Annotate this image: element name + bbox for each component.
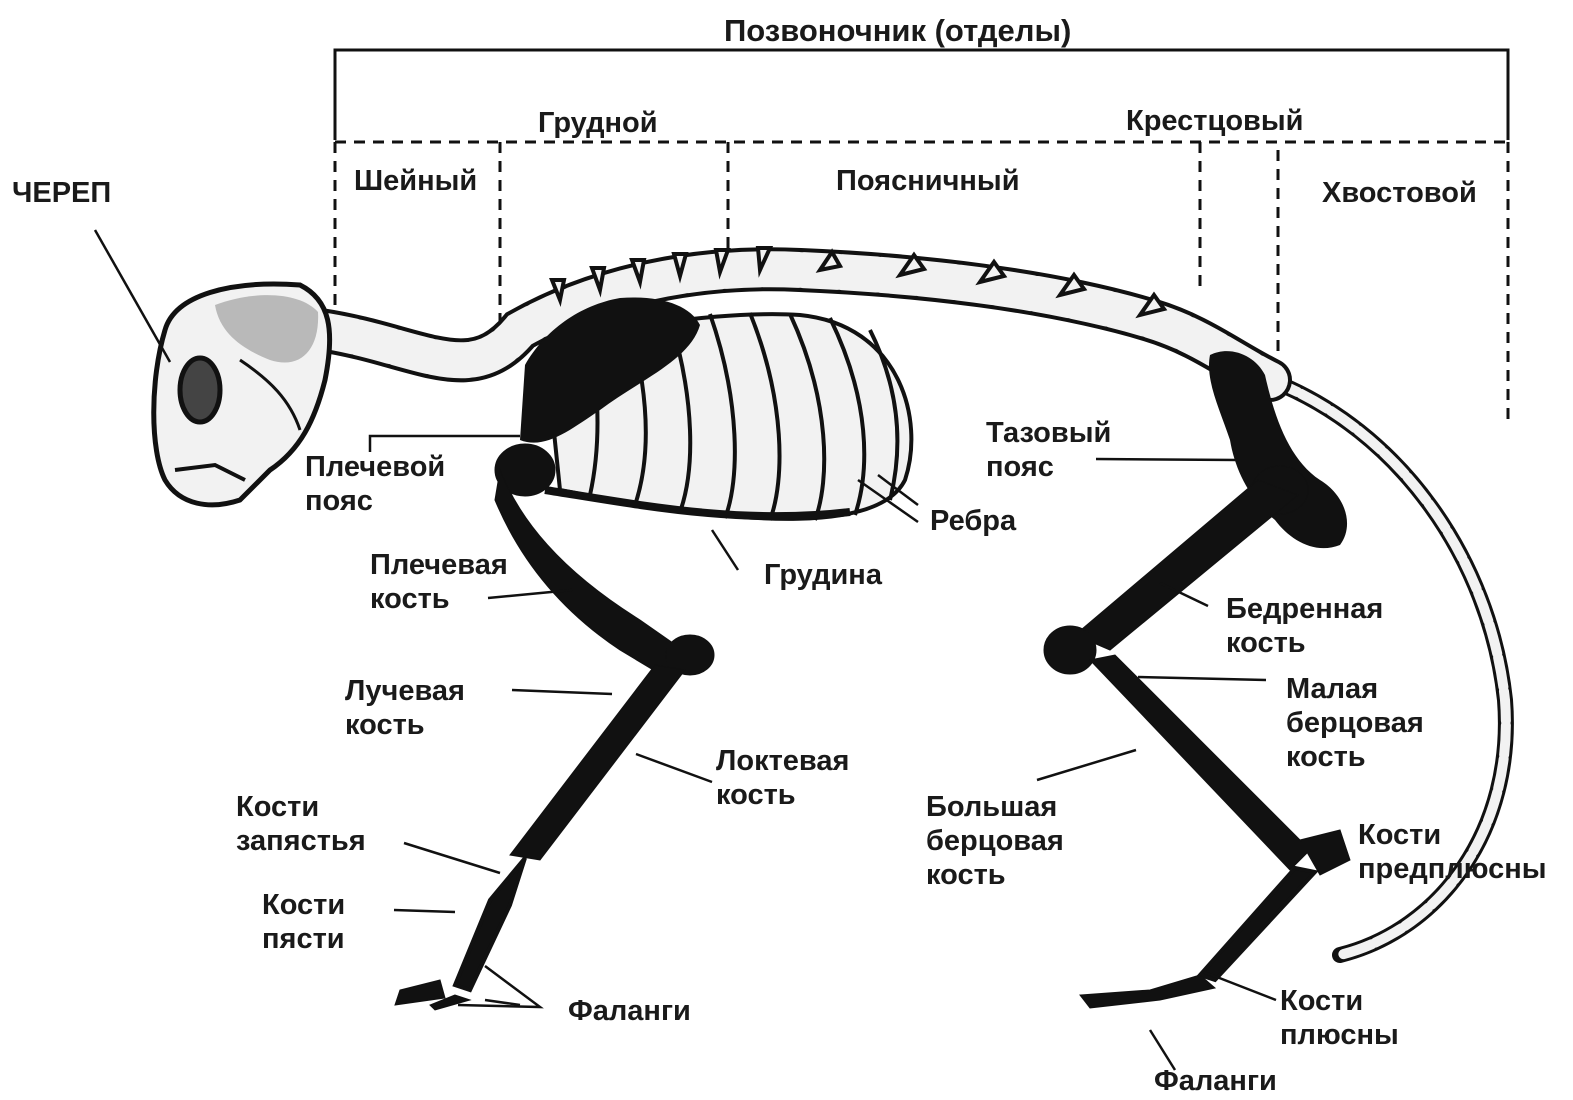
label-front-phalanges: Фаланги — [568, 994, 691, 1028]
section-sacral: Крестцовый — [1126, 104, 1303, 138]
skull — [154, 284, 330, 505]
label-tibia: Большаяберцоваякость — [926, 790, 1064, 892]
label-hind-phalanges: Фаланги — [1154, 1064, 1277, 1098]
label-humerus: Плечеваякость — [370, 548, 508, 616]
label-shoulder-girdle: Плечевойпояс — [305, 450, 445, 518]
label-carpals: Костизапястья — [236, 790, 366, 858]
section-thoracic: Грудной — [538, 106, 658, 140]
label-sternum: Грудина — [764, 558, 882, 592]
label-femur: Бедреннаякость — [1226, 592, 1383, 660]
section-cervical: Шейный — [354, 164, 477, 198]
section-caudal: Хвостовой — [1322, 176, 1477, 210]
label-fibula: Малаяберцоваякость — [1286, 672, 1424, 774]
label-ulna: Локтеваякость — [716, 744, 849, 812]
label-radius: Лучеваякость — [345, 674, 465, 742]
section-lumbar: Поясничный — [836, 164, 1020, 198]
label-skull: ЧЕРЕП — [12, 176, 111, 210]
label-pelvic-girdle: Тазовыйпояс — [986, 416, 1111, 484]
label-metacarpals: Костипясти — [262, 888, 345, 956]
label-tarsals: Костипредплюсны — [1358, 818, 1547, 886]
spine-title: Позвоночник (отделы) — [724, 14, 1071, 48]
label-metatarsals: Костиплюсны — [1280, 984, 1399, 1052]
spine-bracket — [335, 50, 1508, 140]
label-ribs: Ребра — [930, 504, 1016, 538]
